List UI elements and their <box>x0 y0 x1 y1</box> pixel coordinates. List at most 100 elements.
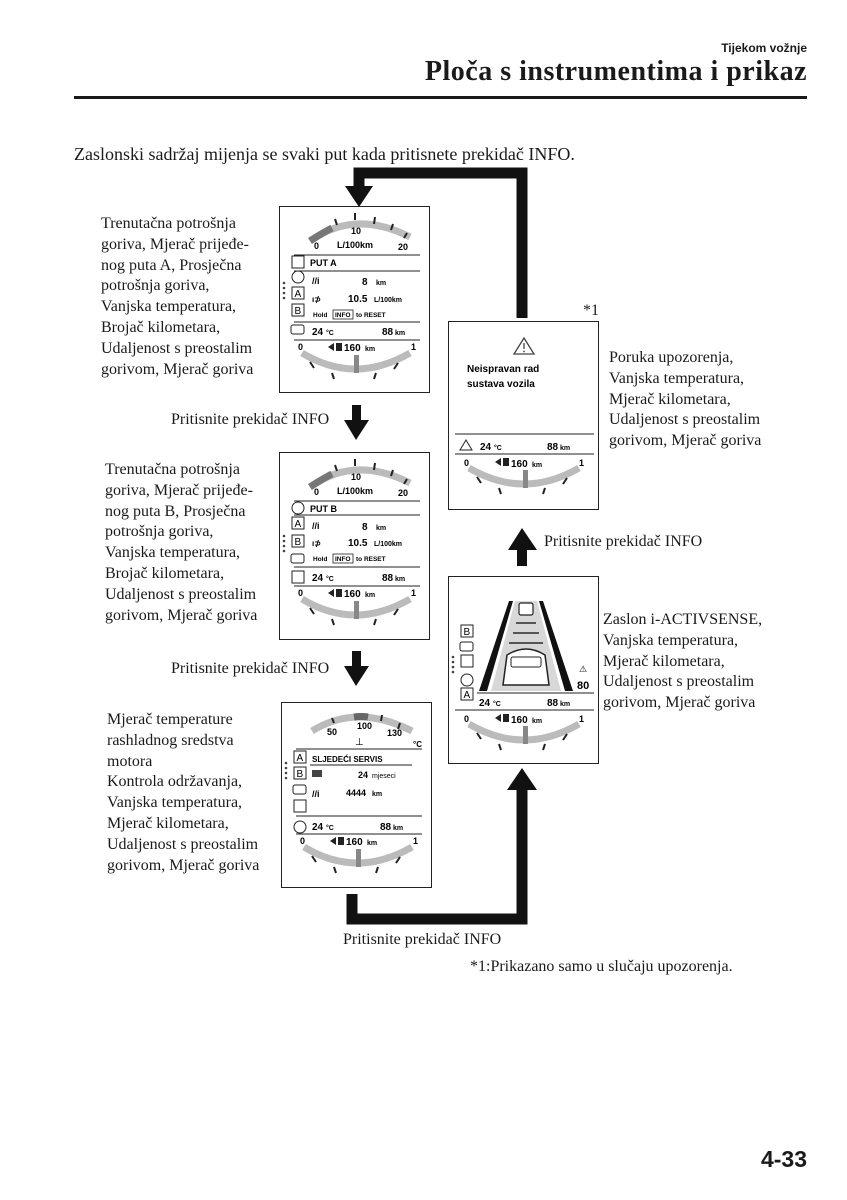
display-trip-a: 0 10 20 L/100km A B PUT A //i 8 km ı⊅ 10… <box>279 206 430 393</box>
fuel-max-label: 1 <box>413 836 418 846</box>
gauge-unit: L/100km <box>337 486 373 496</box>
badge-b: B <box>297 769 304 780</box>
hold-button-label: INFO <box>335 312 351 319</box>
desc-line: Vanjska temperatura, <box>101 297 253 318</box>
trip-icon: //i <box>312 789 320 799</box>
gauge-min-label: 0 <box>314 487 319 497</box>
fuel-needle <box>356 849 361 867</box>
fuel-min-label: 0 <box>464 714 469 724</box>
fuel-min-label: 0 <box>298 342 303 352</box>
gauge-mid-label: 10 <box>351 472 361 482</box>
range-unit: km <box>532 718 542 725</box>
fuel-door-arrow-icon <box>328 589 334 597</box>
range-value: 160 <box>344 343 361 354</box>
avg-value: 10.5 <box>348 538 368 549</box>
outside-temp-unit: °C <box>326 824 334 832</box>
desc-line: Udaljenost s preostalim <box>603 672 762 693</box>
desc-line: gorivom, Mjerač goriva <box>107 856 259 877</box>
service-km-unit: km <box>372 791 382 798</box>
fuel-avg-icon: ı⊅ <box>312 295 321 304</box>
down-arrow-1 <box>344 420 369 440</box>
range-unit: km <box>365 592 375 599</box>
desc-line: Vanjska temperatura, <box>609 369 761 390</box>
desc-line: gorivom, Mjerač goriva <box>105 606 257 627</box>
hold-pre: Hold <box>313 312 327 319</box>
seatbelt-icon <box>292 256 304 268</box>
hold-button-label: INFO <box>335 556 351 563</box>
trip-distance-unit: km <box>376 525 386 532</box>
fuel-max-label: 1 <box>579 458 584 468</box>
range-value: 160 <box>346 837 363 848</box>
desc-line: nog puta A, Prosječna <box>101 256 253 277</box>
coolant-temp-icon: ⊥ <box>355 737 364 748</box>
left-icon-column: A B <box>285 751 306 833</box>
range-unit: km <box>532 462 542 469</box>
desc-line: Mjerač kilometara, <box>603 652 762 673</box>
range-value: 160 <box>344 589 361 600</box>
desc-line: Vanjska temperatura, <box>603 631 762 652</box>
fuel-needle <box>354 601 359 619</box>
fuel-door-arrow-icon <box>328 343 334 351</box>
outside-temp: 24 <box>312 822 324 833</box>
desc-line: Brojač kilometara, <box>105 564 257 585</box>
odometer-unit: km <box>560 445 570 452</box>
footnote-marker: *1 <box>583 302 599 320</box>
desc-line: Vanjska temperatura, <box>107 793 259 814</box>
compass-icon <box>292 502 304 514</box>
vehicle-ahead-icon <box>519 603 533 615</box>
compass-icon <box>292 271 304 283</box>
desc-line: gorivom, Mjerač goriva <box>603 693 762 714</box>
gauge-unit: L/100km <box>337 240 373 250</box>
fuel-max-label: 1 <box>411 588 416 598</box>
badge-b: B <box>295 537 302 548</box>
desc-line: Brojač kilometara, <box>101 318 253 339</box>
car-icon <box>291 554 304 563</box>
desc-service: Mjerač temperature rashladnog sredstva m… <box>107 710 259 876</box>
desc-warning: Poruka upozorenja, Vanjska temperatura, … <box>609 348 761 452</box>
desc-line: Udaljenost s preostalim <box>101 339 253 360</box>
fuel-avg-icon: ı⊅ <box>312 539 321 548</box>
range-value: 160 <box>511 715 528 726</box>
hold-post: to RESET <box>356 556 386 563</box>
fuel-door-arrow-icon <box>495 458 501 466</box>
odometer-unit: km <box>395 330 405 337</box>
desc-line: gorivom, Mjerač goriva <box>101 360 253 381</box>
press-info-label-1: Pritisnite prekidač INFO <box>171 411 329 429</box>
display-service: 50 100 130 °C ⊥ A B SLJEDEĆI SERVIS 24 m… <box>281 702 432 888</box>
fuel-pump-icon <box>503 714 509 722</box>
outside-temp-unit: °C <box>326 329 334 337</box>
odometer: 88 <box>380 822 392 833</box>
trip-label: PUT A <box>310 258 337 268</box>
desc-line: motora <box>107 752 259 773</box>
service-label: SLJEDEĆI SERVIS <box>312 755 383 764</box>
fuel-min-label: 0 <box>298 588 303 598</box>
car-icon <box>291 325 304 334</box>
trip-icon: //i <box>312 276 320 286</box>
outside-temp: 24 <box>312 327 324 338</box>
badge-b: B <box>295 306 302 317</box>
desc-line: potrošnja goriva, <box>105 522 257 543</box>
desc-line: Udaljenost s preostalim <box>609 410 761 431</box>
warning-message-line1: Neispravan rad <box>467 364 539 375</box>
service-months: 24 <box>358 770 368 780</box>
badge-a: A <box>295 289 302 300</box>
desc-line: Zaslon i-ACTIVSENSE, <box>603 610 762 631</box>
avg-unit: L/100km <box>374 541 402 548</box>
odometer-unit: km <box>560 701 570 708</box>
outside-temp: 24 <box>479 698 491 709</box>
temp-gauge-130: 130 <box>387 728 402 738</box>
badge-a: A <box>297 753 304 764</box>
warning-message-line2: sustava vozila <box>467 379 535 390</box>
avg-unit: L/100km <box>374 297 402 304</box>
car-icon <box>293 785 306 794</box>
page-number: 4-33 <box>761 1146 807 1173</box>
display-iactivsense: B A ⚠ 80 24 °C 88 km 0 1 160 km <box>448 576 599 764</box>
outside-temp: 24 <box>312 573 324 584</box>
left-icon-column: A B <box>283 502 304 583</box>
hold-post: to RESET <box>356 312 386 319</box>
small-warning-icon <box>460 440 472 450</box>
fuel-needle <box>354 355 359 373</box>
fuel-door-arrow-icon <box>495 714 501 722</box>
desc-line: Trenutačna potrošnja <box>105 460 257 481</box>
desc-line: Mjerač kilometara, <box>107 814 259 835</box>
